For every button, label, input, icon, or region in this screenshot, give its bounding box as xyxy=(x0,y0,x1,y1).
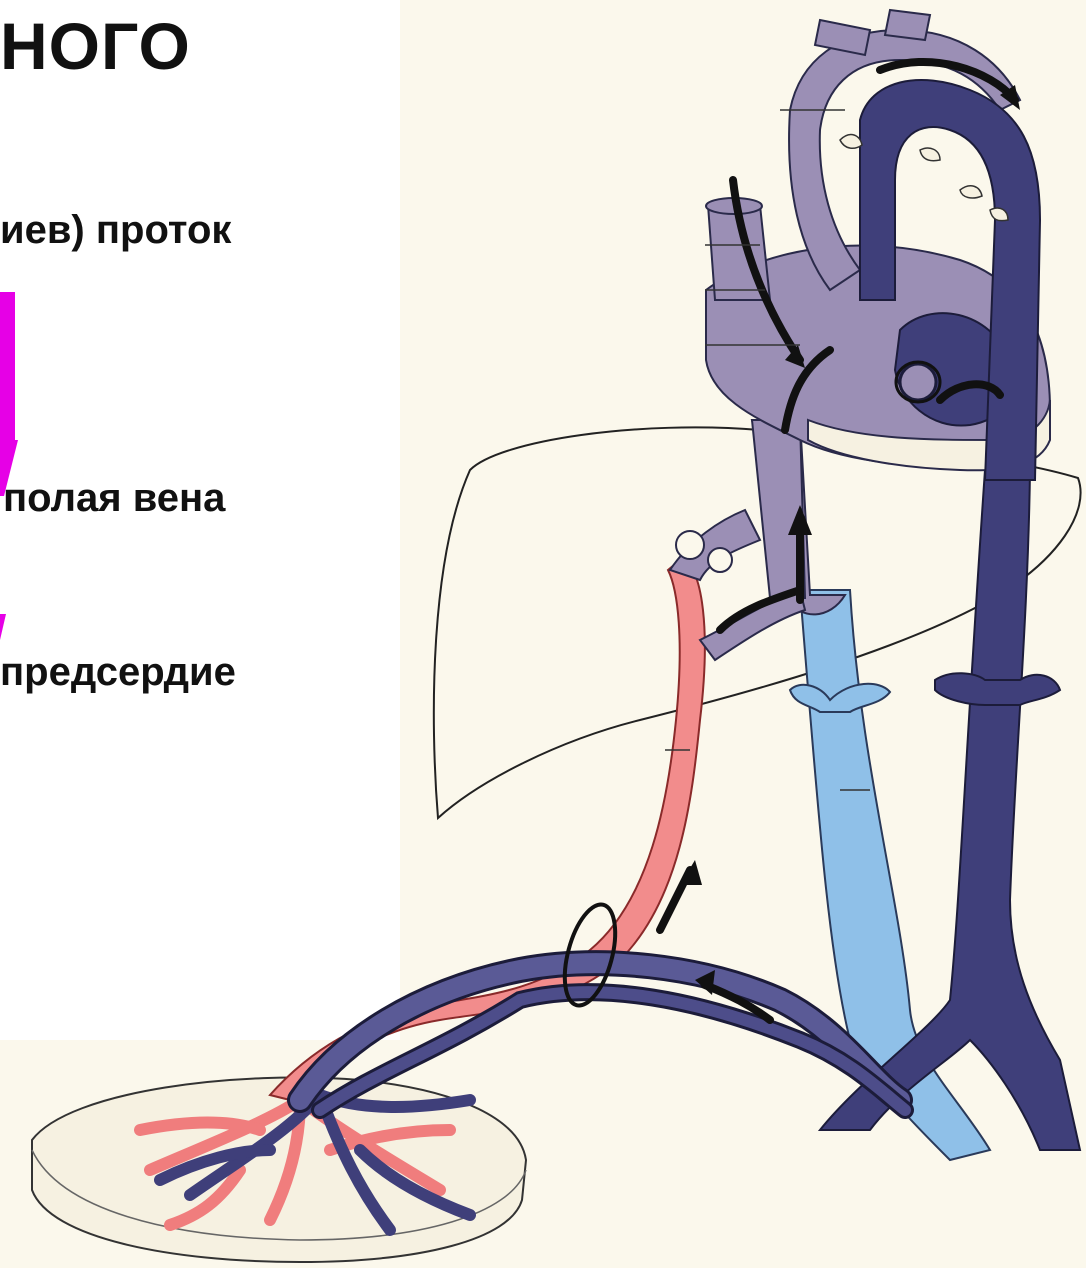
placenta xyxy=(32,1078,526,1263)
